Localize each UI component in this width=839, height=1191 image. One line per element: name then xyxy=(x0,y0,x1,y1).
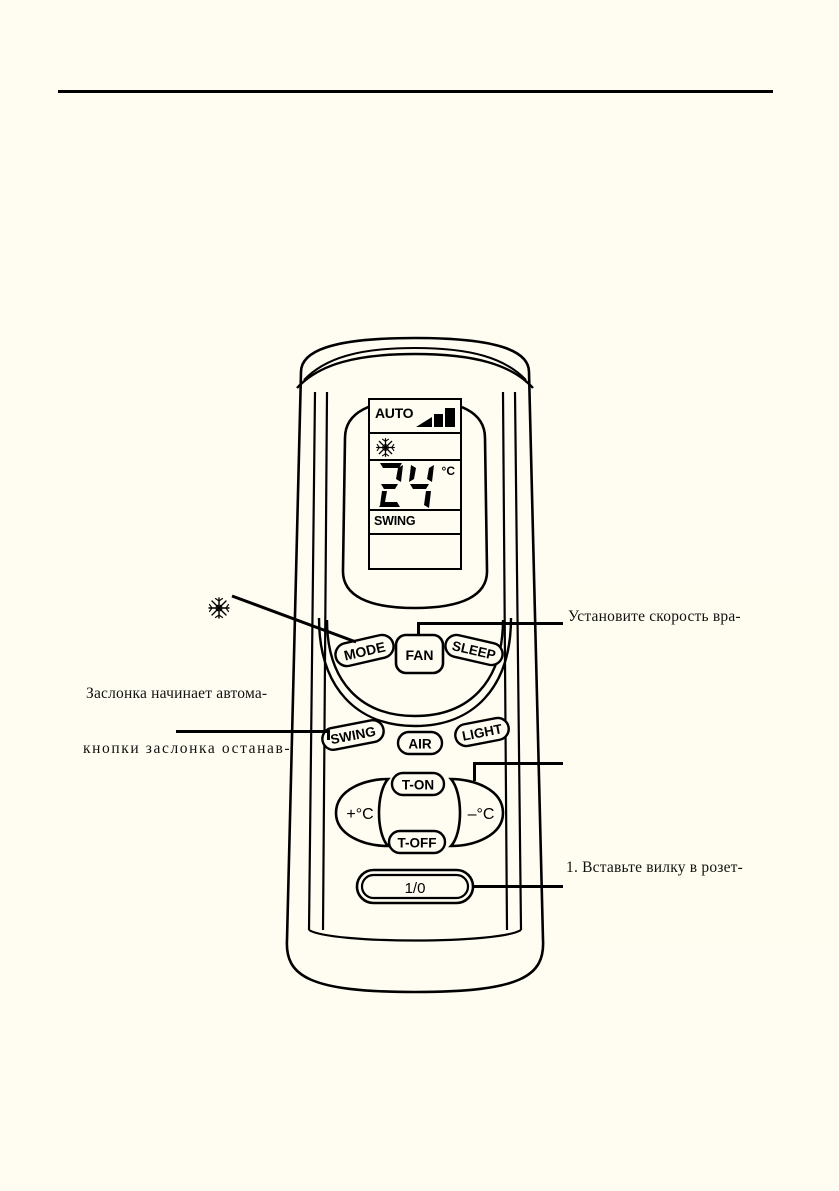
leader-power-horizontal xyxy=(473,885,563,888)
sleep-button[interactable]: SLEEP xyxy=(443,632,505,668)
svg-text:T-ON: T-ON xyxy=(402,778,434,793)
callout-fan-speed: Установите скорость вра- xyxy=(568,608,741,625)
leader-mode-diagonal xyxy=(231,594,357,644)
fan-button[interactable]: FAN xyxy=(394,633,445,675)
svg-text:1/0: 1/0 xyxy=(405,880,426,897)
timer-on-button[interactable]: T-ON xyxy=(390,770,446,798)
svg-text:AIR: AIR xyxy=(408,737,432,752)
lcd-temperature-value xyxy=(379,463,434,508)
leader-swing-horizontal xyxy=(176,730,328,733)
svg-text:FAN: FAN xyxy=(406,647,434,663)
lcd-temperature-unit: °C xyxy=(441,464,455,478)
right-annotation-panel xyxy=(563,581,839,946)
mode-button[interactable]: MODE xyxy=(333,633,396,668)
lcd-display: AUTO xyxy=(368,398,462,570)
leader-temp-down-vertical xyxy=(473,763,476,781)
lcd-row-mode-icon xyxy=(370,434,460,461)
temperature-up-button[interactable]: +°C xyxy=(330,775,392,850)
lcd-mode-label: AUTO xyxy=(375,405,414,421)
svg-text:–°C: –°C xyxy=(468,806,495,823)
callout-swing-stop: кнопки заслонка останав- xyxy=(83,740,292,757)
air-button[interactable]: AIR xyxy=(396,729,444,757)
svg-text:T-OFF: T-OFF xyxy=(398,836,437,851)
swing-button[interactable]: SWING xyxy=(320,717,386,753)
snowflake-icon xyxy=(376,438,395,457)
leader-temp-down-horizontal xyxy=(473,762,563,765)
lcd-row-temperature: °C xyxy=(370,461,460,511)
power-button[interactable]: 1/0 xyxy=(355,868,475,905)
leader-fan-vertical xyxy=(417,624,420,636)
temperature-down-button[interactable]: –°C xyxy=(447,775,509,850)
fan-bars-icon xyxy=(416,408,455,427)
lcd-swing-label: SWING xyxy=(374,514,416,528)
callout-swing-start: Заслонка начинает автома- xyxy=(86,685,268,702)
lcd-row-blank xyxy=(370,535,460,568)
timer-off-button[interactable]: T-OFF xyxy=(387,828,447,856)
svg-text:+°C: +°C xyxy=(346,806,373,823)
lcd-row-mode: AUTO xyxy=(370,400,460,434)
snowflake-icon xyxy=(208,597,230,619)
lcd-row-swing: SWING xyxy=(370,511,460,535)
light-button[interactable]: LIGHT xyxy=(453,715,511,749)
callout-plug-in: 1. Вставьте вилку в розет- xyxy=(566,859,744,876)
leader-fan-horizontal xyxy=(417,622,563,625)
header-rule xyxy=(58,90,773,93)
leader-swing-vertical xyxy=(327,730,330,740)
